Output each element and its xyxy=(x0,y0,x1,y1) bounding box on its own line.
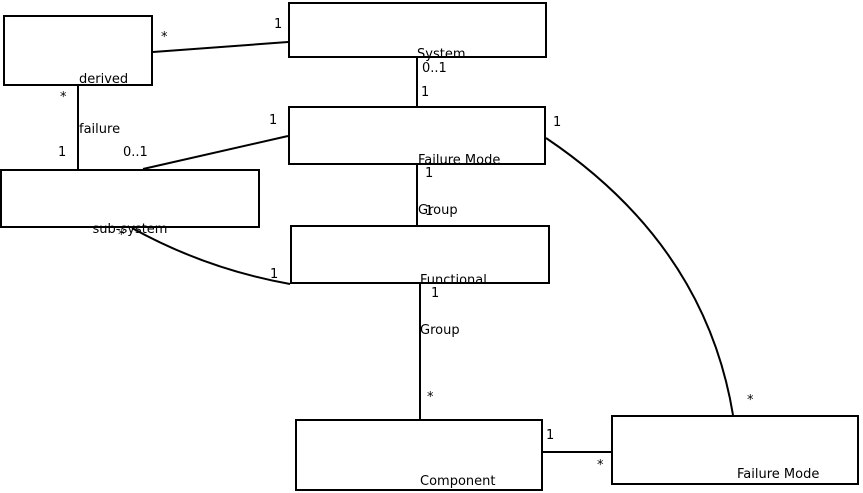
multiplicity-label: * xyxy=(427,390,434,405)
label-line: derived xyxy=(79,72,129,87)
multiplicity-label: 1 xyxy=(425,166,434,181)
class-box-label: Component xyxy=(420,441,495,493)
class-box-system[interactable]: System xyxy=(288,2,547,62)
multiplicity-label: 1 xyxy=(546,428,555,443)
class-box-label: Failure Mode Group xyxy=(418,120,500,252)
multiplicity-label: * xyxy=(60,90,67,105)
multiplicity-label: 1 xyxy=(270,267,279,282)
multiplicity-label: 1 xyxy=(421,85,430,100)
multiplicity-label: * xyxy=(747,393,754,408)
multiplicity-label: * xyxy=(161,30,168,45)
class-box-label: sub-system xyxy=(2,189,258,272)
label-line: Failure Mode xyxy=(418,153,501,168)
class-box-label: System xyxy=(417,14,465,97)
class-box-sub-system[interactable]: sub-system xyxy=(0,169,260,237)
class-box-component[interactable]: Component xyxy=(295,419,543,491)
multiplicity-label: 1 xyxy=(274,17,283,32)
class-box-failure-mode[interactable]: Failure Mode xyxy=(611,415,859,485)
label-line: Functional xyxy=(420,273,487,288)
class-box-label: Functional Group xyxy=(420,240,487,372)
class-box-failure-mode-group[interactable]: Failure Mode Group xyxy=(288,106,546,218)
label-line: System xyxy=(417,47,466,62)
class-box-functional-group[interactable]: Functional Group xyxy=(290,225,550,338)
edge-sub-system--failure-mode-group xyxy=(142,135,289,170)
class-box-derived-failure-mode[interactable]: derived failure mode xyxy=(3,15,153,186)
multiplicity-label: 1 xyxy=(425,204,434,219)
edge-derived-failure-mode--system xyxy=(152,41,289,53)
label-line: Failure Mode xyxy=(737,467,820,482)
multiplicity-label: 1 xyxy=(269,113,278,128)
label-line: sub-system xyxy=(92,222,168,237)
multiplicity-label: 1 xyxy=(431,286,440,301)
label-line: Group xyxy=(418,202,458,218)
multiplicity-label: 1 xyxy=(58,145,67,160)
multiplicity-label: * xyxy=(118,228,125,243)
label-line: Group xyxy=(420,322,460,338)
multiplicity-label: 0..1 xyxy=(123,145,148,160)
label-line: failure xyxy=(79,121,121,137)
class-box-label: Failure Mode xyxy=(737,434,819,493)
edge-failure-mode-group--failure-mode xyxy=(545,137,734,416)
multiplicity-label: 1 xyxy=(553,115,562,130)
multiplicity-label: * xyxy=(597,458,604,473)
label-line: Component xyxy=(420,474,496,489)
multiplicity-label: 0..1 xyxy=(422,61,447,76)
edge-sub-system--functional-group xyxy=(131,227,291,285)
